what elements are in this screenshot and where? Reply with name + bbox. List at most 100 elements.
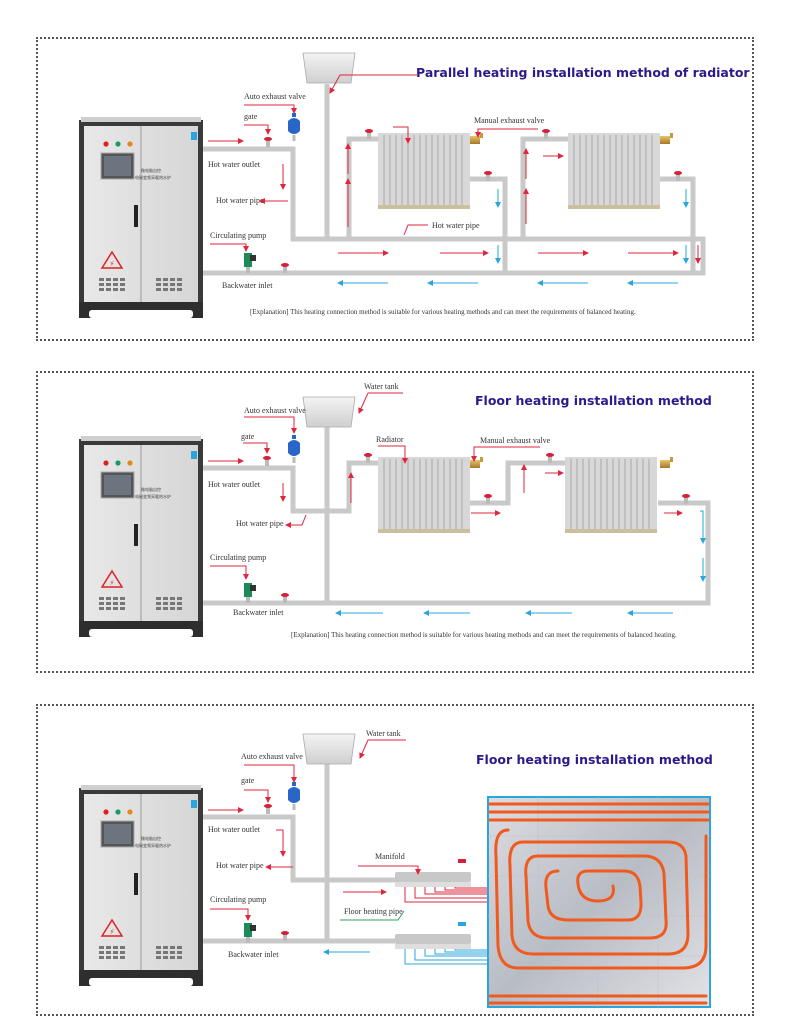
label-auto-exhaust-valve: Auto exhaust valve — [241, 752, 303, 761]
leader-manifold — [358, 865, 421, 875]
label-hot-water-pipe-main: Hot water pipe — [432, 221, 480, 230]
diagram-parallel-radiator: Parallel heating installation method of … — [78, 52, 750, 319]
panel-title: Parallel heating installation method of … — [416, 65, 750, 80]
supply-pipe — [203, 146, 706, 276]
leader-gate — [243, 442, 270, 454]
auto-exhaust-valve — [288, 435, 300, 463]
return-manifold — [395, 922, 471, 949]
label-hot-water-outlet: Hot water outlet — [208, 480, 261, 489]
manual-exhaust-valve-2 — [660, 457, 673, 468]
supply-pipe — [203, 460, 378, 514]
label-manual-exhaust-valve: Manual exhaust valve — [480, 436, 551, 445]
panel-title: Floor heating installation method — [475, 393, 712, 408]
panel-parallel-radiator: Parallel heating installation method of … — [36, 37, 754, 341]
leader-radiator — [393, 126, 411, 144]
boiler-label-line1: 微电脑自控 — [141, 835, 161, 841]
boiler-label-line2: 电磁变频采暖热水炉 — [135, 174, 171, 180]
label-hot-water-outlet: Hot water outlet — [208, 160, 261, 169]
electric-boiler-cabinet — [78, 435, 204, 638]
arrow-hot-down — [276, 829, 286, 857]
label-water-tank: Water tank — [364, 382, 399, 391]
leader-hot-pipe-main — [403, 224, 428, 236]
leader-pump — [210, 565, 249, 580]
leader-auto-exhaust — [244, 104, 297, 114]
label-floor-heating-pipe: Floor heating pipe — [344, 907, 403, 916]
explanation-text: [Explanation] This heating connection me… — [250, 308, 636, 316]
label-hot-water-pipe: Hot water pipe — [216, 196, 264, 205]
radiator-1 — [377, 456, 471, 534]
label-circulating-pump: Circulating pump — [210, 553, 266, 562]
leader-water-tank — [358, 392, 403, 414]
boiler-label-line1: 微电脑自控 — [141, 486, 161, 492]
leader-water-tank — [359, 739, 406, 759]
label-backwater-inlet: Backwater inlet — [228, 950, 279, 959]
leader-radiator — [378, 445, 408, 464]
panel-floor-heating-manifold: Floor heating installation method 微电脑自控 … — [36, 704, 754, 1016]
manual-exhaust-valve-1 — [470, 133, 483, 144]
water-tank — [302, 733, 356, 765]
label-hot-water-pipe: Hot water pipe — [216, 861, 264, 870]
circulating-pump — [244, 583, 256, 603]
supply-floor-pipes — [404, 887, 488, 903]
leader-pump — [210, 243, 249, 252]
link-pipe — [468, 460, 568, 506]
auto-exhaust-valve — [288, 782, 300, 810]
leader-water-tank — [329, 74, 418, 94]
radiator-2 — [567, 132, 661, 210]
gate-valve — [264, 804, 272, 814]
supply-manifold — [395, 859, 471, 887]
leader-manual-valve — [471, 446, 540, 462]
label-auto-exhaust-valve: Auto exhaust valve — [244, 406, 306, 415]
auto-exhaust-valve — [288, 113, 300, 141]
return-1 — [468, 176, 508, 273]
electric-boiler-cabinet — [78, 784, 204, 987]
supply-pipe — [203, 814, 433, 883]
floor-heating-coil — [488, 802, 710, 1005]
leader-auto-exhaust — [244, 764, 297, 783]
label-circulating-pump: Circulating pump — [210, 895, 266, 904]
label-gate: gate — [241, 776, 255, 785]
leader-manual-valve — [475, 128, 538, 138]
leader-gate — [244, 789, 271, 803]
leader-auto-exhaust — [244, 416, 297, 434]
boiler-label-line2: 电磁变频采暖热水炉 — [135, 842, 171, 848]
water-tank — [302, 396, 356, 428]
return-pipe — [203, 500, 711, 606]
label-circulating-pump: Circulating pump — [210, 231, 266, 240]
boiler-label-line2: 电磁变频采暖热水炉 — [135, 493, 171, 499]
label-backwater-inlet: Backwater inlet — [222, 281, 273, 290]
label-backwater-inlet: Backwater inlet — [233, 608, 284, 617]
label-manual-exhaust-valve: Manual exhaust valve — [474, 116, 545, 125]
leader-floor-heating-pipe — [340, 910, 405, 921]
floor-heating-photo — [487, 796, 711, 1008]
leader-hot-pipe — [285, 514, 307, 528]
label-hot-water-outlet: Hot water outlet — [208, 825, 261, 834]
label-gate: gate — [244, 112, 258, 121]
riser-1 — [346, 136, 378, 239]
circulating-pump — [244, 253, 256, 273]
label-water-tank: Water tank — [366, 729, 401, 738]
explanation-text: [Explanation] This heating connection me… — [291, 631, 677, 639]
label-gate: gate — [241, 432, 255, 441]
leader-pump — [210, 908, 251, 921]
diagram-floor-heating-manifold: Floor heating installation method 微电脑自控 … — [78, 729, 713, 1008]
manual-exhaust-valve-1 — [470, 457, 483, 468]
leader-gate — [244, 124, 271, 135]
gate-valve — [264, 137, 272, 147]
diagram-series-radiator: Floor heating installation method 微电脑自控 … — [78, 382, 712, 639]
radiator-1 — [377, 132, 471, 210]
electric-boiler-cabinet — [78, 116, 204, 319]
return-floor-pipes — [404, 949, 488, 965]
manual-exhaust-valve-2 — [660, 133, 673, 144]
return-2 — [658, 176, 696, 273]
water-tank — [302, 52, 356, 84]
label-manifold: Manifold — [375, 852, 405, 861]
label-auto-exhaust-valve: Auto exhaust valve — [244, 92, 306, 101]
gate-valve — [263, 456, 271, 466]
riser-2 — [520, 136, 568, 239]
panel-floor-heating-radiator: Floor heating installation method 微电脑自控 … — [36, 371, 754, 673]
radiator-2 — [564, 456, 658, 534]
arrow-return-down-1 — [700, 510, 706, 544]
panel-title: Floor heating installation method — [476, 752, 713, 767]
label-hot-water-pipe: Hot water pipe — [236, 519, 284, 528]
